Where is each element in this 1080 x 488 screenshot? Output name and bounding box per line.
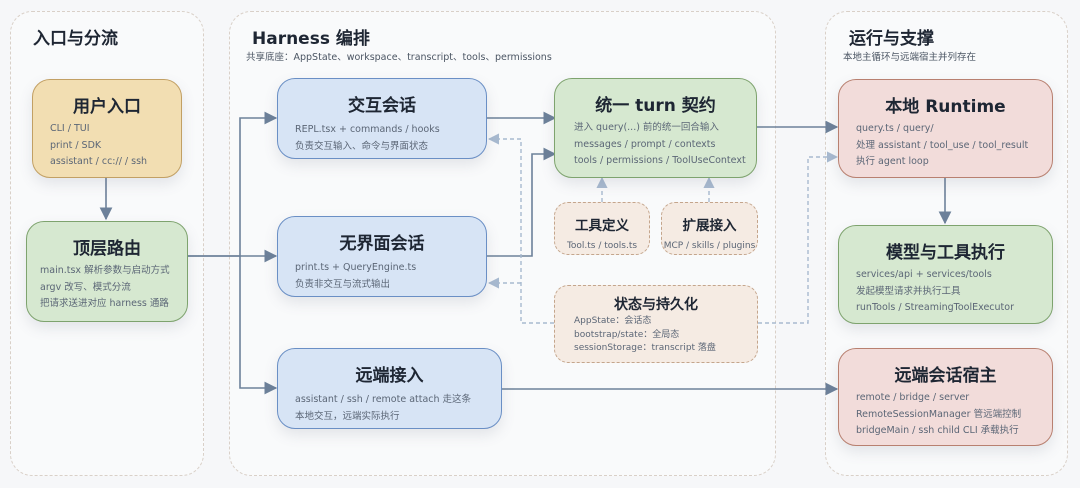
node-extension-title: 扩展接入 bbox=[682, 218, 737, 234]
node-state-line: bootstrap/state：全局态 bbox=[574, 329, 680, 340]
node-turn-contract[interactable]: 统一 turn 契约 进入 query(...) 前的统一回合输入 messag… bbox=[554, 78, 757, 178]
node-top-router-line: main.tsx 解析参数与启动方式 bbox=[40, 265, 170, 276]
node-model-tools-line: runTools / StreamingToolExecutor bbox=[856, 302, 1014, 313]
node-remote-host-title: 远端会话宿主 bbox=[894, 366, 997, 386]
node-state-persistence[interactable]: 状态与持久化 AppState：会话态 bootstrap/state：全局态 … bbox=[554, 285, 758, 363]
node-user-entry-line: CLI / TUI bbox=[50, 123, 90, 134]
node-model-tools-line: 发起模型请求并执行工具 bbox=[856, 285, 961, 297]
node-remote-access-line: assistant / ssh / remote attach 走这条 bbox=[295, 394, 472, 405]
node-remote-access-line: 本地交互，远端实际执行 bbox=[295, 410, 400, 422]
node-local-runtime-line: query.ts / query/ bbox=[856, 123, 934, 134]
group-harness-subtitle: 共享底座：AppState、workspace、transcript、tools… bbox=[246, 52, 552, 63]
node-state-title: 状态与持久化 bbox=[614, 297, 698, 313]
node-remote-host-line: RemoteSessionManager 管远端控制 bbox=[856, 408, 1022, 420]
node-remote-host-line: remote / bridge / server bbox=[856, 392, 970, 403]
node-headless-session[interactable]: 无界面会话 print.ts + QueryEngine.ts 负责非交互与流式… bbox=[277, 216, 487, 297]
node-interactive-line: REPL.tsx + commands / hooks bbox=[295, 124, 440, 135]
node-tool-definition-title: 工具定义 bbox=[575, 218, 629, 234]
node-local-runtime-line: 执行 agent loop bbox=[856, 156, 929, 167]
node-tool-definition[interactable]: 工具定义 Tool.ts / tools.ts bbox=[554, 202, 650, 255]
node-model-tools-line: services/api + services/tools bbox=[856, 269, 992, 280]
node-extension-line: MCP / skills / plugins bbox=[663, 241, 756, 251]
node-state-line: AppState：会话态 bbox=[574, 316, 652, 326]
node-user-entry-line: print / SDK bbox=[50, 139, 102, 151]
node-user-entry[interactable]: 用户入口 CLI / TUI print / SDK assistant / c… bbox=[32, 79, 182, 178]
node-remote-host[interactable]: 远端会话宿主 remote / bridge / server RemoteSe… bbox=[838, 348, 1053, 446]
node-headless-line: 负责非交互与流式输出 bbox=[295, 278, 391, 290]
node-top-router-title: 顶层路由 bbox=[73, 239, 141, 259]
node-model-tools[interactable]: 模型与工具执行 services/api + services/tools 发起… bbox=[838, 225, 1053, 324]
node-turn-contract-title: 统一 turn 契约 bbox=[595, 96, 716, 116]
node-top-router-line: 把请求送进对应 harness 通路 bbox=[40, 298, 169, 309]
node-extension[interactable]: 扩展接入 MCP / skills / plugins bbox=[661, 202, 758, 255]
node-model-tools-title: 模型与工具执行 bbox=[886, 243, 1005, 263]
node-tool-definition-line: Tool.ts / tools.ts bbox=[566, 241, 638, 251]
node-top-router-line: argv 改写、模式分流 bbox=[40, 281, 131, 293]
node-state-line: sessionStorage：transcript 落盘 bbox=[574, 343, 716, 353]
node-local-runtime-title: 本地 Runtime bbox=[885, 97, 1006, 117]
node-interactive-session[interactable]: 交互会话 REPL.tsx + commands / hooks 负责交互输入、… bbox=[277, 78, 487, 159]
node-headless-title: 无界面会话 bbox=[339, 234, 425, 254]
node-turn-contract-line: tools / permissions / ToolUseContext bbox=[574, 155, 746, 166]
node-remote-access-title: 远端接入 bbox=[355, 366, 424, 386]
group-runtime-subtitle: 本地主循环与远端宿主并列存在 bbox=[843, 52, 977, 63]
node-remote-host-line: bridgeMain / ssh child CLI 承载执行 bbox=[856, 425, 1019, 436]
node-interactive-line: 负责交互输入、命令与界面状态 bbox=[295, 140, 429, 152]
node-top-router[interactable]: 顶层路由 main.tsx 解析参数与启动方式 argv 改写、模式分流 把请求… bbox=[26, 221, 188, 322]
node-user-entry-title: 用户入口 bbox=[73, 97, 141, 117]
group-entry-title: 入口与分流 bbox=[33, 29, 118, 49]
group-harness-title: Harness 编排 bbox=[252, 29, 370, 49]
node-user-entry-line: assistant / cc:// / ssh bbox=[50, 156, 148, 167]
node-local-runtime[interactable]: 本地 Runtime query.ts / query/ 处理 assistan… bbox=[838, 79, 1053, 178]
node-remote-access[interactable]: 远端接入 assistant / ssh / remote attach 走这条… bbox=[277, 348, 502, 429]
node-turn-contract-line: 进入 query(...) 前的统一回合输入 bbox=[574, 122, 719, 133]
node-interactive-title: 交互会话 bbox=[348, 96, 416, 116]
node-local-runtime-line: 处理 assistant / tool_use / tool_result bbox=[856, 139, 1029, 151]
node-turn-contract-line: messages / prompt / contexts bbox=[574, 138, 716, 150]
node-headless-line: print.ts + QueryEngine.ts bbox=[295, 262, 417, 273]
group-runtime-title: 运行与支撑 bbox=[849, 29, 934, 49]
